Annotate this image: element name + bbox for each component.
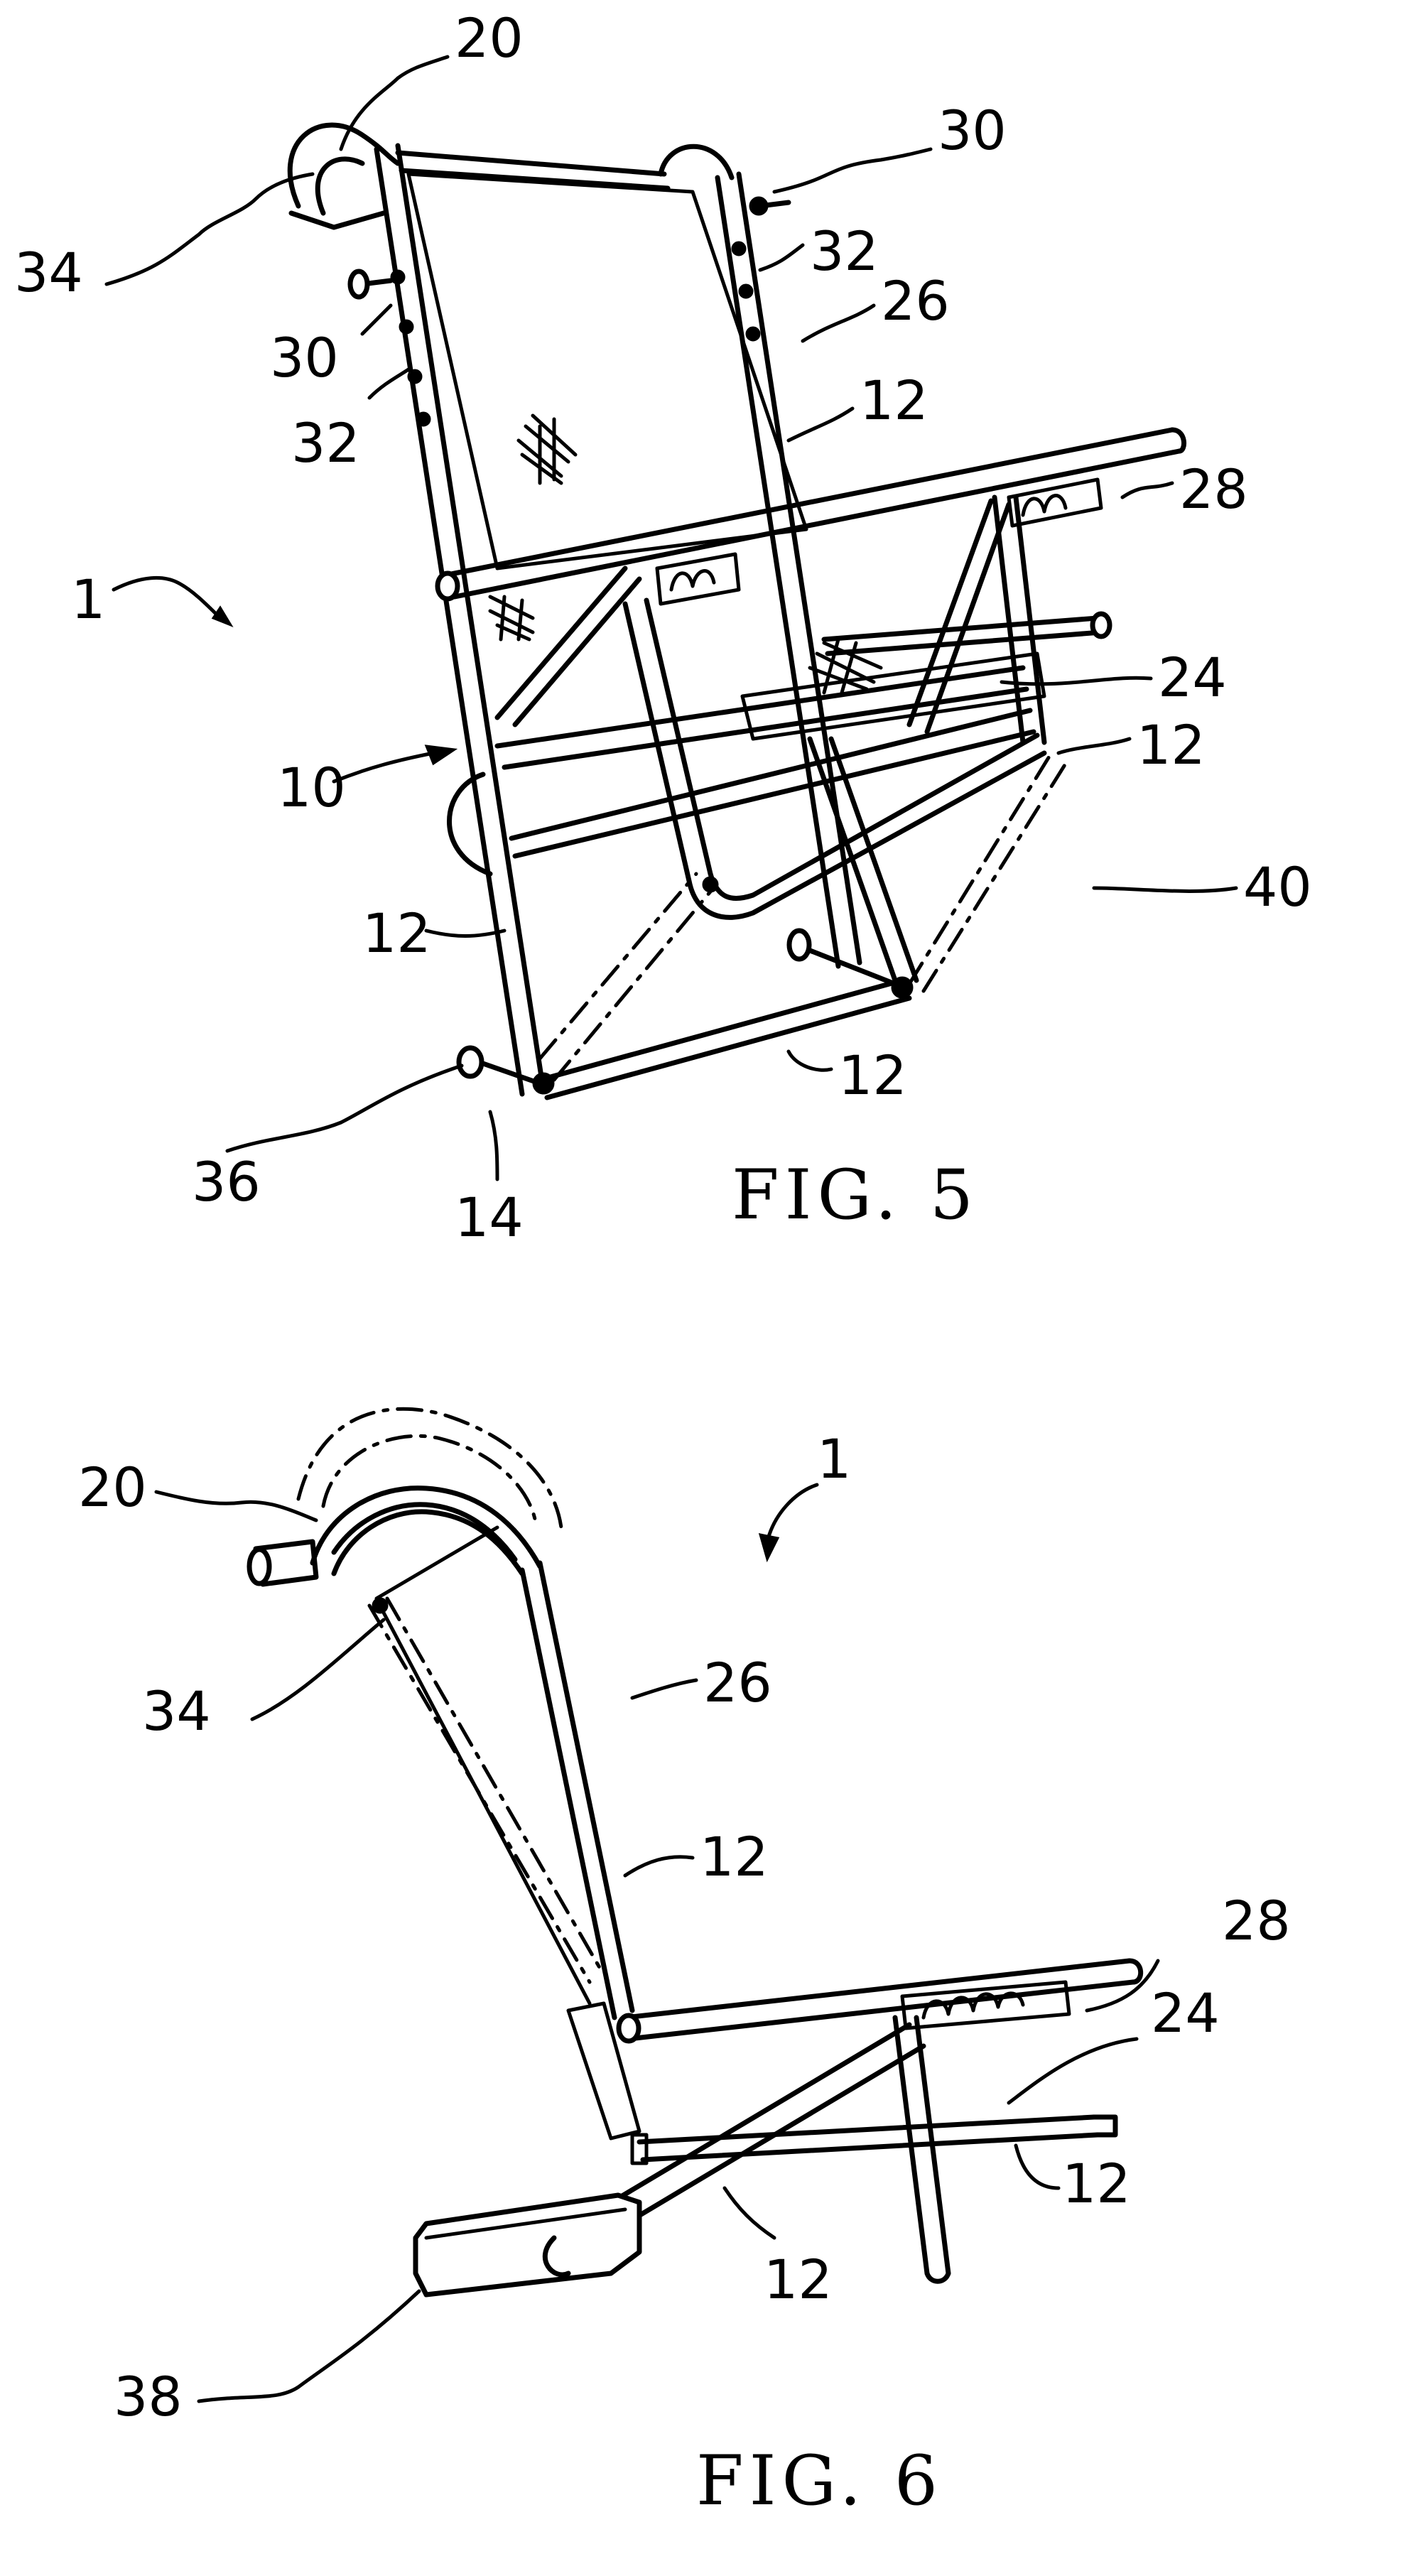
figure-6-chair-drawing: 20 1 34 26 12 28 24 12 12 38 FIG. 6 bbox=[78, 1407, 1291, 2521]
fig6-ref-label: 12 bbox=[764, 2248, 833, 2311]
fig5-ref-label: 12 bbox=[838, 1044, 907, 1107]
fig5-ref-label: 30 bbox=[270, 326, 339, 389]
fig6-ref-label: 12 bbox=[1062, 2152, 1131, 2215]
fig6-ref-label: 34 bbox=[142, 1679, 211, 1743]
fig5-ref-label: 40 bbox=[1243, 855, 1312, 919]
fig6-ref-label: 26 bbox=[703, 1651, 772, 1714]
fig5-ref-label: 12 bbox=[860, 369, 928, 432]
figure-5-chair-drawing: 20 30 34 32 26 30 32 12 28 1 24 10 12 40… bbox=[14, 6, 1312, 1249]
fig5-ref-label: 30 bbox=[938, 99, 1007, 162]
fig5-ref-label: 28 bbox=[1179, 458, 1248, 521]
fig5-ref-label: 12 bbox=[1137, 713, 1206, 776]
fig6-caption: FIG. 6 bbox=[696, 2441, 943, 2521]
fig5-ref-label: 32 bbox=[810, 220, 879, 283]
fig5-ref-label: 32 bbox=[291, 411, 360, 475]
fig5-ref-label: 26 bbox=[881, 269, 950, 332]
fig5-ref-label: 10 bbox=[277, 756, 346, 819]
fig5-ref-label: 1 bbox=[71, 568, 105, 631]
fig6-ref-label: 24 bbox=[1151, 1981, 1220, 2045]
fig6-ref-label: 38 bbox=[114, 2365, 183, 2428]
fig6-ref-label: 12 bbox=[700, 1825, 769, 1888]
fig6-ref-label: 28 bbox=[1222, 1889, 1291, 1952]
fig5-ref-label: 12 bbox=[362, 902, 431, 965]
fig5-ref-label: 34 bbox=[14, 241, 83, 304]
fig5-caption: FIG. 5 bbox=[732, 1155, 979, 1235]
fig6-ref-label: 20 bbox=[78, 1456, 147, 1519]
fig5-ref-label: 14 bbox=[455, 1186, 524, 1249]
fig5-ref-label: 36 bbox=[192, 1150, 261, 1213]
fig5-ref-label: 20 bbox=[455, 6, 524, 70]
fig5-ref-label: 24 bbox=[1158, 646, 1227, 709]
fig6-ref-label: 1 bbox=[817, 1427, 851, 1490]
